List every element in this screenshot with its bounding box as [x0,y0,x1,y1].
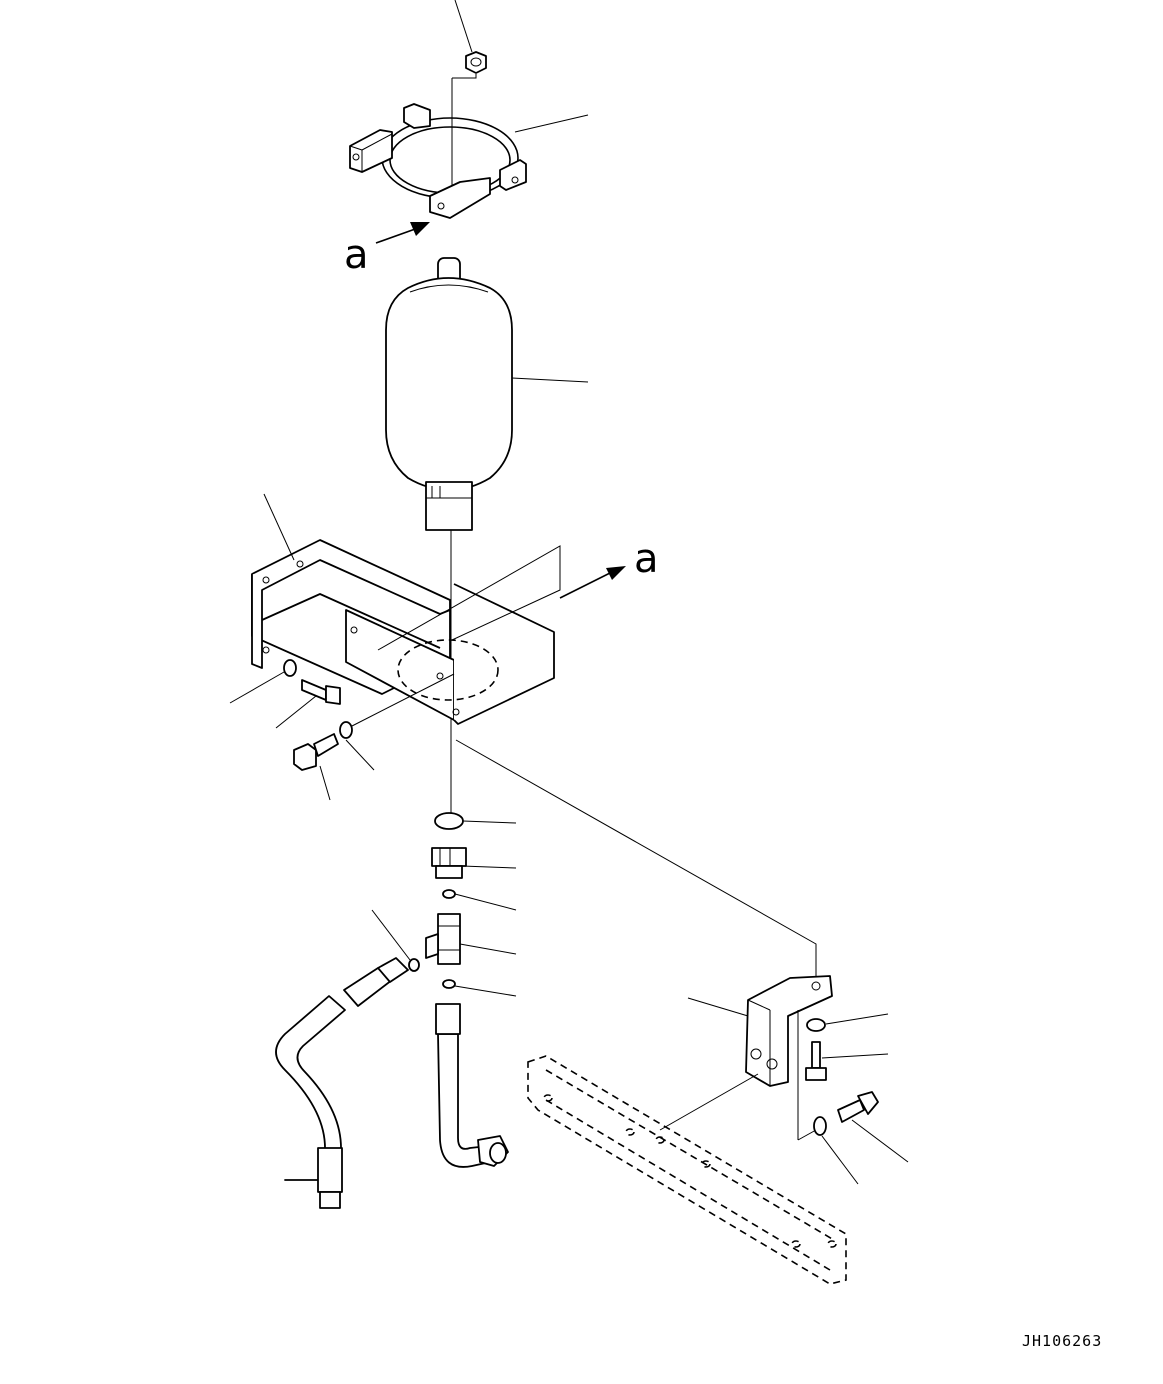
leader-line-o-ring-side [371,909,411,961]
leader-line-washer-left-upper [229,671,285,704]
o-ring-side [408,958,420,972]
leader-line-accumulator [511,377,589,383]
leader-line-o-ring-small-lower [454,985,517,997]
washer-left-upper [283,659,297,677]
reference-line-small-bracket [455,739,817,976]
leader-line-small-bracket [687,997,749,1017]
reference-line-washer [351,673,455,727]
washer-right-lower [813,1116,827,1136]
nut [465,51,487,74]
view-arrow-a-top: a [344,222,430,278]
leader-line-bolt-left-lower [319,765,331,801]
leader-line-washer-right-lower [821,1135,859,1185]
view-arrow-a-right: a [377,536,659,651]
leader-line-washer-left-lower [345,739,375,771]
accumulator [385,257,513,531]
frame-rail [527,1055,847,1285]
leader-line-tee [459,943,517,955]
leader-line-clamp [514,114,589,133]
drawing-code: JH106263 [1022,1332,1102,1350]
reference-line-frame [659,1073,759,1131]
leader-line-o-ring-small-upper [454,893,517,911]
leader-line-bolt-right-lower [851,1119,909,1163]
adapter-fitting [431,847,467,879]
leader-line-bolt-right-upper [821,1053,889,1059]
leader-line-bracket [263,493,295,561]
bolt-right-upper [805,1041,827,1081]
bolt-left-lower [293,733,339,771]
leader-line-bolt-left-upper [275,695,317,729]
o-ring-small-lower [442,979,456,989]
bolt-left-upper [301,679,341,705]
leader-line-o-ring-large [462,820,517,824]
bolt-right-lower [837,1091,879,1123]
leader-line-washer-right-upper [825,1013,889,1025]
leader-line-adapter [461,865,517,869]
hose-right [435,1003,509,1168]
clamp-band [349,103,527,219]
washer-right-upper [806,1018,826,1032]
leader-line-nut [454,0,473,53]
hose-left [275,957,409,1209]
o-ring-large [434,812,464,830]
washer-left-lower [339,721,353,739]
accumulator-bracket [251,539,555,725]
tee-fitting [425,913,461,965]
o-ring-small-upper [442,889,456,899]
view-label-a-right: a [634,536,659,582]
view-label-a-top: a [344,232,369,278]
